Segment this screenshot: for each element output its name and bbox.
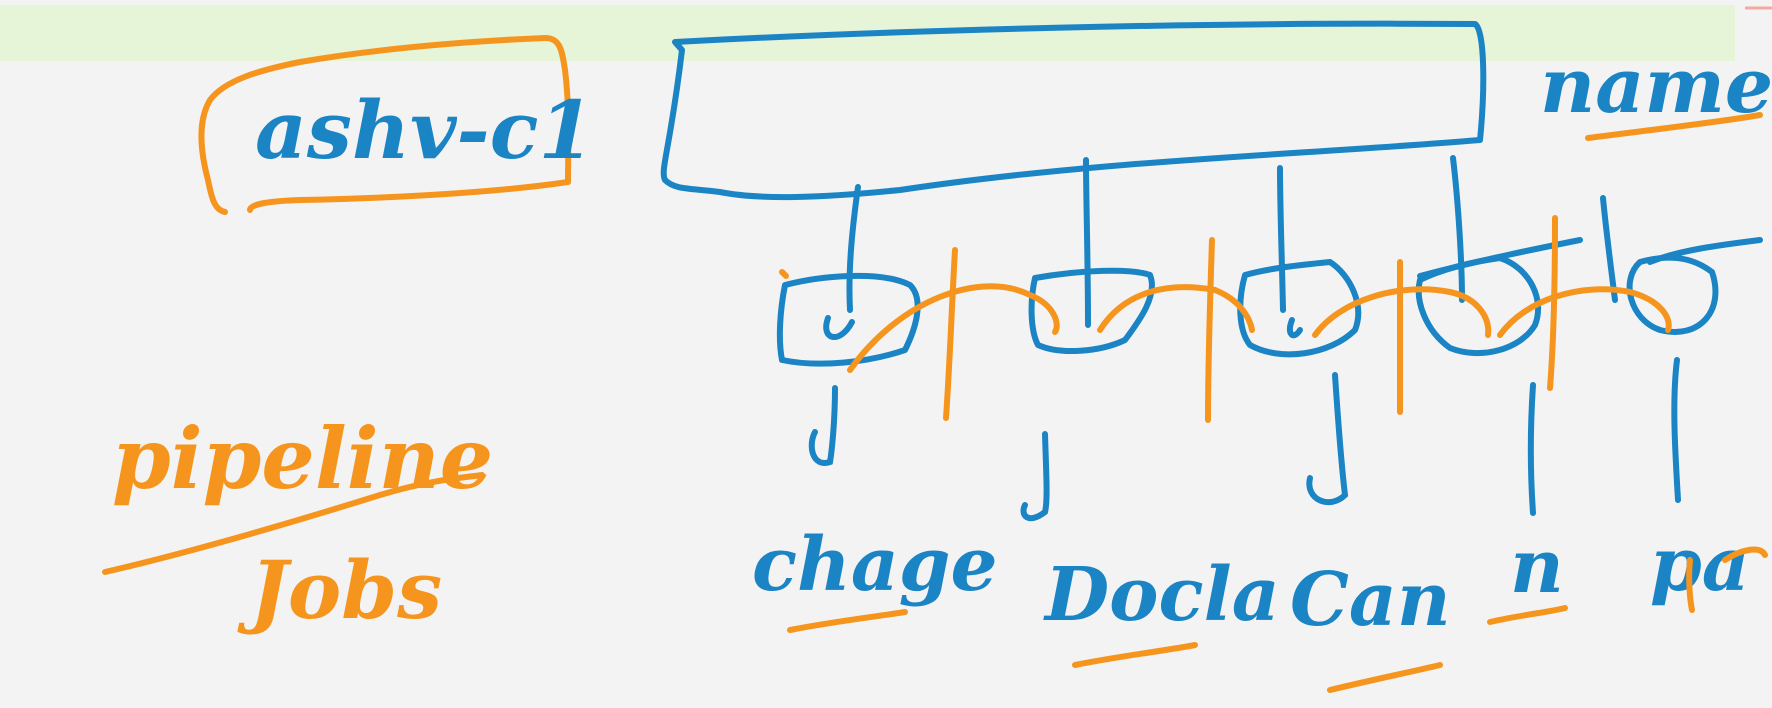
stage-label-2: Docla xyxy=(1043,552,1280,638)
node-2 xyxy=(1028,267,1155,355)
header-label: ashv-c1 xyxy=(255,83,594,177)
header-label-box xyxy=(198,35,572,215)
cluster-container xyxy=(660,20,1487,201)
node-shapes xyxy=(776,237,1763,367)
pipeline-underline xyxy=(102,472,485,575)
node-3 xyxy=(1237,259,1362,358)
stage-underline-2 xyxy=(1072,642,1198,668)
top-right-label: name xyxy=(1540,41,1772,130)
node-5 xyxy=(1626,237,1763,335)
stage-label-5: pa xyxy=(1650,522,1750,608)
stage-connectors xyxy=(808,357,1681,522)
stage-underline-4 xyxy=(1487,605,1568,625)
stage-underline-3 xyxy=(1327,662,1443,693)
stage-label-1: chage xyxy=(752,522,998,608)
stage-underline-1 xyxy=(787,609,908,633)
pipeline-track xyxy=(779,215,1672,423)
stage-label-3: Can xyxy=(1290,557,1451,643)
jobs-label: Jobs xyxy=(237,543,442,637)
top-right-underline xyxy=(1585,112,1763,141)
stage-label-4: n xyxy=(1510,524,1564,610)
stage-overlay-5 xyxy=(1686,546,1768,613)
pipeline-label: pipeline xyxy=(112,409,493,508)
node-1 xyxy=(776,272,921,367)
